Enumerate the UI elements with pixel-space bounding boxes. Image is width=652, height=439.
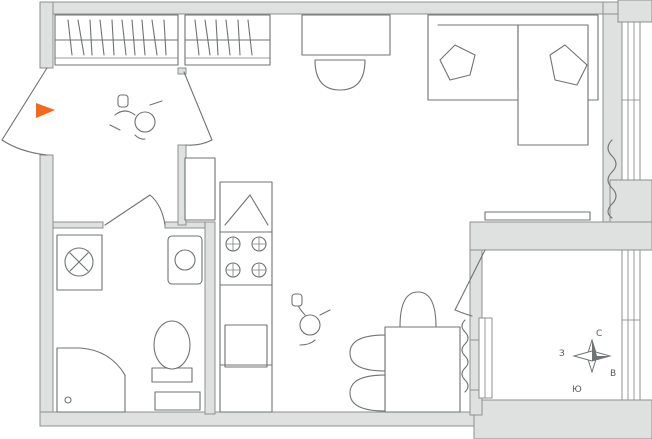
wall-bath-top-left xyxy=(52,221,104,229)
desk xyxy=(301,14,391,56)
person-entry xyxy=(109,94,163,140)
desk-chair xyxy=(314,59,366,91)
compass-rose-icon: С В Ю З xyxy=(559,329,616,395)
compass-south: Ю xyxy=(572,385,582,395)
stove-burners xyxy=(225,236,267,278)
radiator xyxy=(484,211,591,221)
person-kitchen xyxy=(291,293,331,346)
wall-left-lower xyxy=(39,154,54,418)
compass-west: З xyxy=(559,349,565,359)
wall-entry-stub xyxy=(177,67,187,75)
curtain-room xyxy=(607,139,617,219)
dining-chair-left-1 xyxy=(349,334,386,372)
bathroom xyxy=(56,194,203,413)
window-balcony-door xyxy=(478,317,493,399)
wall-top xyxy=(39,1,621,15)
entry-door xyxy=(1,67,213,156)
wash-basin xyxy=(167,235,203,285)
kitchen-sink xyxy=(224,324,268,368)
dining-chair-left-2 xyxy=(349,374,386,412)
wall-bottom xyxy=(39,411,481,427)
dining xyxy=(349,291,461,413)
wall-bottom-right xyxy=(473,399,652,439)
range-hood xyxy=(224,194,269,226)
wall-balcony-partition xyxy=(469,221,652,251)
wardrobe-hangers xyxy=(67,19,253,56)
kitchen xyxy=(184,157,273,413)
entrance-arrow-icon xyxy=(36,103,55,118)
toilet-bowl xyxy=(153,320,191,370)
curtain-balcony xyxy=(461,319,469,393)
windows xyxy=(461,21,641,401)
balcony-door xyxy=(454,249,486,317)
cushion-left xyxy=(439,44,476,81)
sofa xyxy=(427,14,599,146)
desk-top xyxy=(301,14,391,91)
cushion-right xyxy=(549,44,588,86)
window-balcony xyxy=(621,249,641,401)
dining-table xyxy=(384,326,461,413)
dining-chair-top xyxy=(399,291,437,328)
bath-cabinet xyxy=(154,391,201,411)
walls xyxy=(39,0,652,439)
shower-tray xyxy=(56,347,126,413)
compass-east: В xyxy=(610,369,616,379)
fridge xyxy=(184,157,216,221)
shower-drain xyxy=(64,396,72,404)
wall-corner-top xyxy=(617,0,652,23)
toilet-tank xyxy=(151,367,193,383)
wardrobe xyxy=(54,14,271,66)
kitchen-counter xyxy=(219,181,273,413)
wall-left-upper xyxy=(39,1,54,69)
compass-north: С xyxy=(596,329,602,339)
window-room xyxy=(621,21,641,181)
wall-bath-right xyxy=(204,221,216,415)
